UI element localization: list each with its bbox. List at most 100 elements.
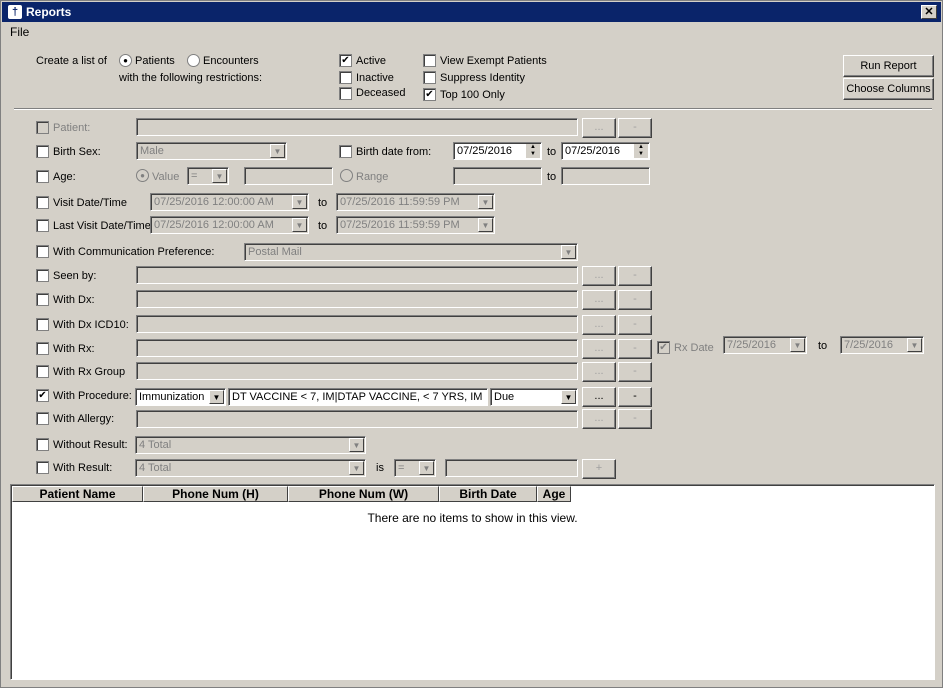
rx-date-checkbox[interactable]: ✔ — [657, 341, 670, 354]
with-result-select[interactable]: 4 Total▼ — [135, 459, 366, 477]
column-phone-h[interactable]: Phone Num (H) — [143, 486, 288, 502]
birth-date-to-field[interactable]: 07/25/2016▲▼ — [561, 142, 650, 160]
deceased-checkbox[interactable] — [339, 87, 352, 100]
choose-columns-button[interactable]: Choose Columns — [843, 78, 934, 100]
with-rx-checkbox[interactable] — [36, 342, 49, 355]
rx-date-to-select[interactable]: 7/25/2016▼ — [840, 336, 924, 354]
last-visit-from-select[interactable]: 07/25/2016 12:00:00 AM▼ — [150, 216, 309, 234]
birth-date-from-field[interactable]: 07/25/2016▲▼ — [453, 142, 542, 160]
with-allergy-checkbox[interactable] — [36, 412, 49, 425]
rx-from-value: 7/25/2016 — [727, 339, 776, 351]
age-operator-select[interactable]: =▼ — [187, 167, 229, 185]
last-visit-to-select[interactable]: 07/25/2016 11:59:59 PM▼ — [336, 216, 495, 234]
spinner-icon[interactable]: ▲▼ — [634, 144, 648, 158]
with-rx-clear-button[interactable]: - — [618, 339, 652, 359]
birth-sex-checkbox[interactable] — [36, 145, 49, 158]
suppress-identity-checkbox[interactable] — [423, 71, 436, 84]
with-rx-group-clear-button[interactable]: - — [618, 362, 652, 382]
patients-radio[interactable]: ● — [119, 54, 132, 67]
with-rx-label: With Rx: — [53, 343, 95, 355]
age-range-from-field[interactable] — [453, 167, 542, 185]
range-radio[interactable] — [340, 169, 353, 182]
with-rx-group-checkbox[interactable] — [36, 365, 49, 378]
visit-dt-label: Visit Date/Time — [53, 197, 127, 209]
with-procedure-checkbox[interactable]: ✔ — [36, 389, 49, 402]
last-visit-dt-checkbox[interactable] — [36, 219, 49, 232]
active-checkbox[interactable]: ✔ — [339, 54, 352, 67]
birth-date-checkbox[interactable] — [339, 145, 352, 158]
value-radio[interactable]: ● — [136, 169, 149, 182]
is-label: is — [376, 462, 384, 474]
visit-from-select[interactable]: 07/25/2016 12:00:00 AM▼ — [150, 193, 309, 211]
birth-sex-select[interactable]: Male▼ — [136, 142, 287, 160]
age-value-field[interactable] — [244, 167, 333, 185]
add-result-button[interactable]: + — [582, 459, 616, 479]
procedure-clear-button[interactable]: - — [618, 387, 652, 407]
procedure-browse-button[interactable]: ... — [582, 387, 616, 407]
age-range-to-field[interactable] — [561, 167, 650, 185]
with-dx-icd10-field[interactable] — [136, 315, 578, 333]
results-list[interactable]: Patient Name Phone Num (H) Phone Num (W)… — [10, 484, 935, 680]
chevron-down-icon: ▼ — [209, 390, 224, 404]
with-rx-field[interactable] — [136, 339, 578, 357]
close-icon[interactable]: ✕ — [921, 5, 937, 19]
with-result-checkbox[interactable] — [36, 461, 49, 474]
chevron-down-icon: ▼ — [349, 438, 364, 452]
column-age[interactable]: Age — [537, 486, 571, 502]
result-operator-select[interactable]: =▼ — [394, 459, 436, 477]
with-allergy-browse-button[interactable]: ... — [582, 409, 616, 429]
title-bar: † Reports ✕ — [2, 2, 941, 22]
comm-pref-select[interactable]: Postal Mail▼ — [244, 243, 578, 261]
top100-checkbox[interactable]: ✔ — [423, 88, 436, 101]
column-birth-date[interactable]: Birth Date — [439, 486, 537, 502]
rx-date-label: Rx Date — [674, 342, 714, 354]
visit-to-select[interactable]: 07/25/2016 11:59:59 PM▼ — [336, 193, 495, 211]
comm-pref-checkbox[interactable] — [36, 245, 49, 258]
with-dx-field[interactable] — [136, 290, 578, 308]
result-value-field[interactable] — [445, 459, 578, 477]
inactive-checkbox[interactable] — [339, 71, 352, 84]
with-dx-browse-button[interactable]: ... — [582, 290, 616, 310]
spinner-icon[interactable]: ▲▼ — [526, 144, 540, 158]
column-phone-w[interactable]: Phone Num (W) — [288, 486, 439, 502]
seen-by-checkbox[interactable] — [36, 269, 49, 282]
encounters-label: Encounters — [203, 55, 259, 67]
with-allergy-clear-button[interactable]: - — [618, 409, 652, 429]
patient-checkbox[interactable] — [36, 121, 49, 134]
seen-by-field[interactable] — [136, 266, 578, 284]
without-result-checkbox[interactable] — [36, 438, 49, 451]
with-dx-icd10-checkbox[interactable] — [36, 318, 49, 331]
procedure-type-select[interactable]: Immunization▼ — [135, 388, 226, 406]
seen-by-clear-button[interactable]: - — [618, 266, 652, 286]
visit-dt-checkbox[interactable] — [36, 196, 49, 209]
birth-sex-label: Birth Sex: — [53, 146, 101, 158]
view-exempt-checkbox[interactable] — [423, 54, 436, 67]
with-allergy-field[interactable] — [136, 410, 578, 428]
with-rx-browse-button[interactable]: ... — [582, 339, 616, 359]
encounters-radio[interactable] — [187, 54, 200, 67]
seen-by-browse-button[interactable]: ... — [582, 266, 616, 286]
chevron-down-icon: ▼ — [292, 218, 307, 232]
with-dx-icd10-browse-button[interactable]: ... — [582, 315, 616, 335]
patients-label: Patients — [135, 55, 175, 67]
comm-value: Postal Mail — [248, 246, 302, 258]
procedure-value-text: DT VACCINE < 7, IM|DTAP VACCINE, < 7 YRS… — [232, 391, 483, 403]
to-label: to — [318, 220, 328, 232]
column-patient-name[interactable]: Patient Name — [12, 486, 143, 502]
procedure-status-select[interactable]: Due▼ — [490, 388, 578, 406]
with-procedure-label: With Procedure: — [53, 390, 132, 402]
run-report-button[interactable]: Run Report — [843, 55, 934, 77]
with-dx-icd10-clear-button[interactable]: - — [618, 315, 652, 335]
without-result-select[interactable]: 4 Total▼ — [135, 436, 366, 454]
procedure-value-field[interactable]: DT VACCINE < 7, IM|DTAP VACCINE, < 7 YRS… — [228, 388, 488, 406]
with-rx-group-browse-button[interactable]: ... — [582, 362, 616, 382]
patient-field[interactable] — [136, 118, 578, 136]
rx-date-from-select[interactable]: 7/25/2016▼ — [723, 336, 807, 354]
with-rx-group-field[interactable] — [136, 362, 578, 380]
with-dx-checkbox[interactable] — [36, 293, 49, 306]
patient-browse-button[interactable]: ... — [582, 118, 616, 138]
menu-file[interactable]: File — [10, 25, 30, 39]
with-dx-clear-button[interactable]: - — [618, 290, 652, 310]
age-checkbox[interactable] — [36, 170, 49, 183]
patient-clear-button[interactable]: - — [618, 118, 652, 138]
